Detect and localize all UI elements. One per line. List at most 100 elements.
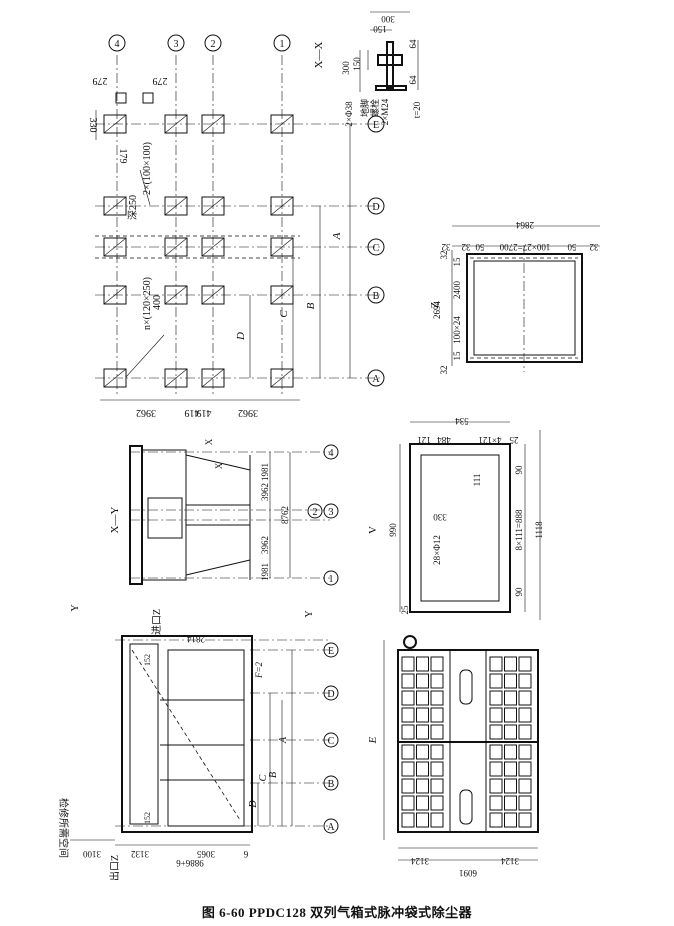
svg-text:3962: 3962 — [260, 536, 270, 554]
svg-text:330: 330 — [87, 118, 98, 133]
svg-text:C: C — [373, 243, 380, 254]
svg-text:50: 50 — [475, 242, 485, 252]
svg-text:1118: 1118 — [534, 521, 544, 539]
svg-text:279: 279 — [153, 75, 168, 86]
svg-text:X: X — [204, 438, 214, 445]
svg-text:出口Z: 出口Z — [108, 855, 121, 881]
view-z: Z 32 32 50 100×27=2700 50 32 2864 32 15 … — [429, 220, 600, 375]
bag-cell — [416, 795, 429, 811]
axis-bubble-3b: 3 — [323, 503, 339, 519]
bag-cell — [430, 761, 444, 777]
svg-text:1: 1 — [329, 574, 334, 585]
svg-text:A: A — [372, 374, 380, 385]
svg-text:9886+6: 9886+6 — [176, 858, 204, 868]
svg-text:深250: 深250 — [127, 195, 139, 220]
svg-text:279: 279 — [93, 75, 108, 86]
svg-text:100×24: 100×24 — [452, 316, 462, 344]
svg-text:400: 400 — [152, 295, 163, 310]
svg-text:X—Y: X—Y — [109, 507, 121, 534]
svg-text:2: 2 — [313, 507, 318, 518]
svg-text:15: 15 — [452, 351, 462, 361]
bag-cell — [518, 778, 532, 794]
axis-bubble-E-elev: E — [323, 642, 339, 658]
svg-text:Y: Y — [304, 610, 315, 617]
axis-bubble-4b: 4 — [323, 444, 339, 460]
axis-bubble-1: 1 — [273, 34, 291, 52]
bag-cell — [416, 778, 429, 794]
bag-cell — [518, 812, 532, 828]
svg-text:28×Φ12: 28×Φ12 — [432, 535, 442, 565]
svg-text:179: 179 — [117, 149, 128, 164]
svg-text:90: 90 — [514, 587, 524, 597]
bag-cell — [518, 795, 532, 811]
svg-text:2864: 2864 — [516, 220, 535, 230]
svg-text:n×(120×250): n×(120×250) — [142, 277, 153, 330]
svg-text:3962: 3962 — [136, 407, 156, 418]
svg-text:B: B — [328, 779, 335, 790]
bag-cell — [401, 707, 415, 723]
svg-text:进口Z: 进口Z — [151, 609, 163, 635]
svg-text:2×(100×100): 2×(100×100) — [142, 142, 153, 195]
axis-bubble-A-elev: A — [323, 818, 339, 834]
svg-text:A: A — [278, 736, 289, 744]
svg-text:C: C — [328, 736, 335, 747]
svg-text:D: D — [248, 800, 259, 809]
svg-text:检修所需空间: 检修所需空间 — [57, 798, 70, 858]
svg-text:D: D — [235, 332, 247, 341]
bag-cell — [489, 761, 503, 777]
svg-text:32: 32 — [439, 251, 449, 260]
bag-cell — [504, 812, 517, 828]
svg-text:6: 6 — [243, 849, 248, 859]
bag-cell — [489, 707, 503, 723]
svg-text:152: 152 — [143, 654, 152, 666]
bag-cell — [489, 778, 503, 794]
svg-text:X: X — [214, 462, 224, 469]
svg-text:1981: 1981 — [260, 463, 270, 481]
bag-cell — [504, 724, 517, 740]
bag-cell — [401, 744, 415, 760]
svg-text:25: 25 — [509, 435, 519, 445]
bag-cell — [430, 795, 444, 811]
axis-bubble-4: 4 — [108, 34, 126, 52]
svg-text:3124: 3124 — [501, 856, 520, 866]
svg-text:100×27=2700: 100×27=2700 — [499, 242, 550, 252]
svg-text:4×121: 4×121 — [478, 435, 501, 445]
svg-text:152: 152 — [143, 812, 152, 824]
svg-text:90: 90 — [514, 465, 524, 475]
svg-text:2400: 2400 — [452, 281, 462, 300]
svg-text:990: 990 — [388, 523, 398, 537]
side-elevation: E D C B A 进口Z 出口Z Y Y 检修所需空间 3100 9886+6… — [57, 604, 339, 881]
axis-bubble-E: E — [367, 115, 385, 133]
svg-text:484: 484 — [437, 435, 451, 445]
axis-bubble-B: B — [367, 286, 385, 304]
bag-cell — [504, 656, 517, 672]
svg-text:地脚: 地脚 — [359, 99, 370, 117]
svg-text:6091: 6091 — [459, 868, 477, 878]
bag-cell — [504, 761, 517, 777]
svg-text:D: D — [327, 689, 334, 700]
svg-text:2: 2 — [211, 39, 216, 50]
bag-cell — [401, 656, 415, 672]
svg-text:3: 3 — [329, 507, 334, 518]
svg-text:419: 419 — [197, 407, 212, 418]
svg-text:C: C — [258, 774, 269, 781]
svg-text:3: 3 — [174, 39, 179, 50]
bag-cell — [416, 744, 429, 760]
bag-cell — [489, 744, 503, 760]
axis-bubble-D-elev: D — [323, 685, 339, 701]
svg-text:150: 150 — [373, 24, 387, 34]
bag-cell — [401, 778, 415, 794]
svg-text:32: 32 — [439, 366, 449, 375]
bag-cell — [430, 673, 444, 689]
bag-cell — [416, 812, 429, 828]
bag-cell — [416, 724, 429, 740]
svg-text:150: 150 — [352, 57, 362, 71]
svg-text:4: 4 — [329, 448, 334, 459]
axis-bubble-3: 3 — [167, 34, 185, 52]
bag-cell — [430, 707, 444, 723]
svg-text:2×Φ38: 2×Φ38 — [344, 101, 354, 127]
svg-text:V: V — [367, 526, 379, 534]
axis-bubble-1b: 1 — [323, 570, 339, 586]
bag-cell — [489, 795, 503, 811]
